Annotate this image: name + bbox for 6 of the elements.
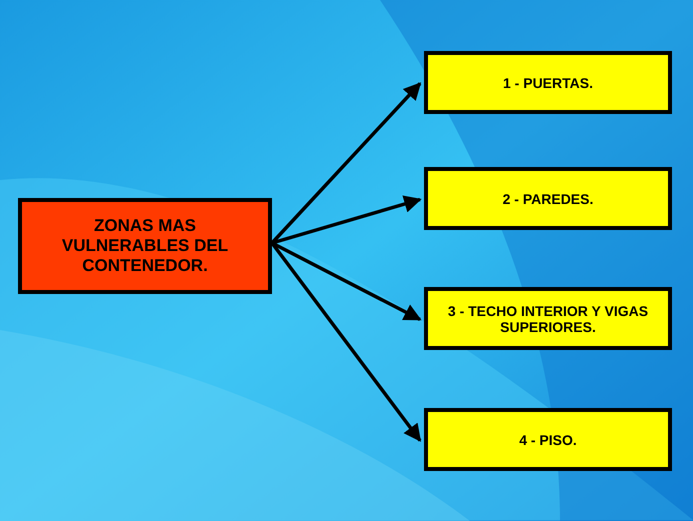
vulnerable-zones-box: ZONAS MAS VULNERABLES DEL CONTENEDOR.	[18, 198, 272, 294]
zone-box: 3 - TECHO INTERIOR Y VIGAS SUPERIORES.	[424, 287, 672, 350]
arrow	[272, 196, 422, 245]
zone-box: 1 - PUERTAS.	[424, 51, 672, 114]
zone-box: 4 - PISO.	[424, 408, 672, 471]
zone-box: 2 - PAREDES.	[424, 167, 672, 230]
